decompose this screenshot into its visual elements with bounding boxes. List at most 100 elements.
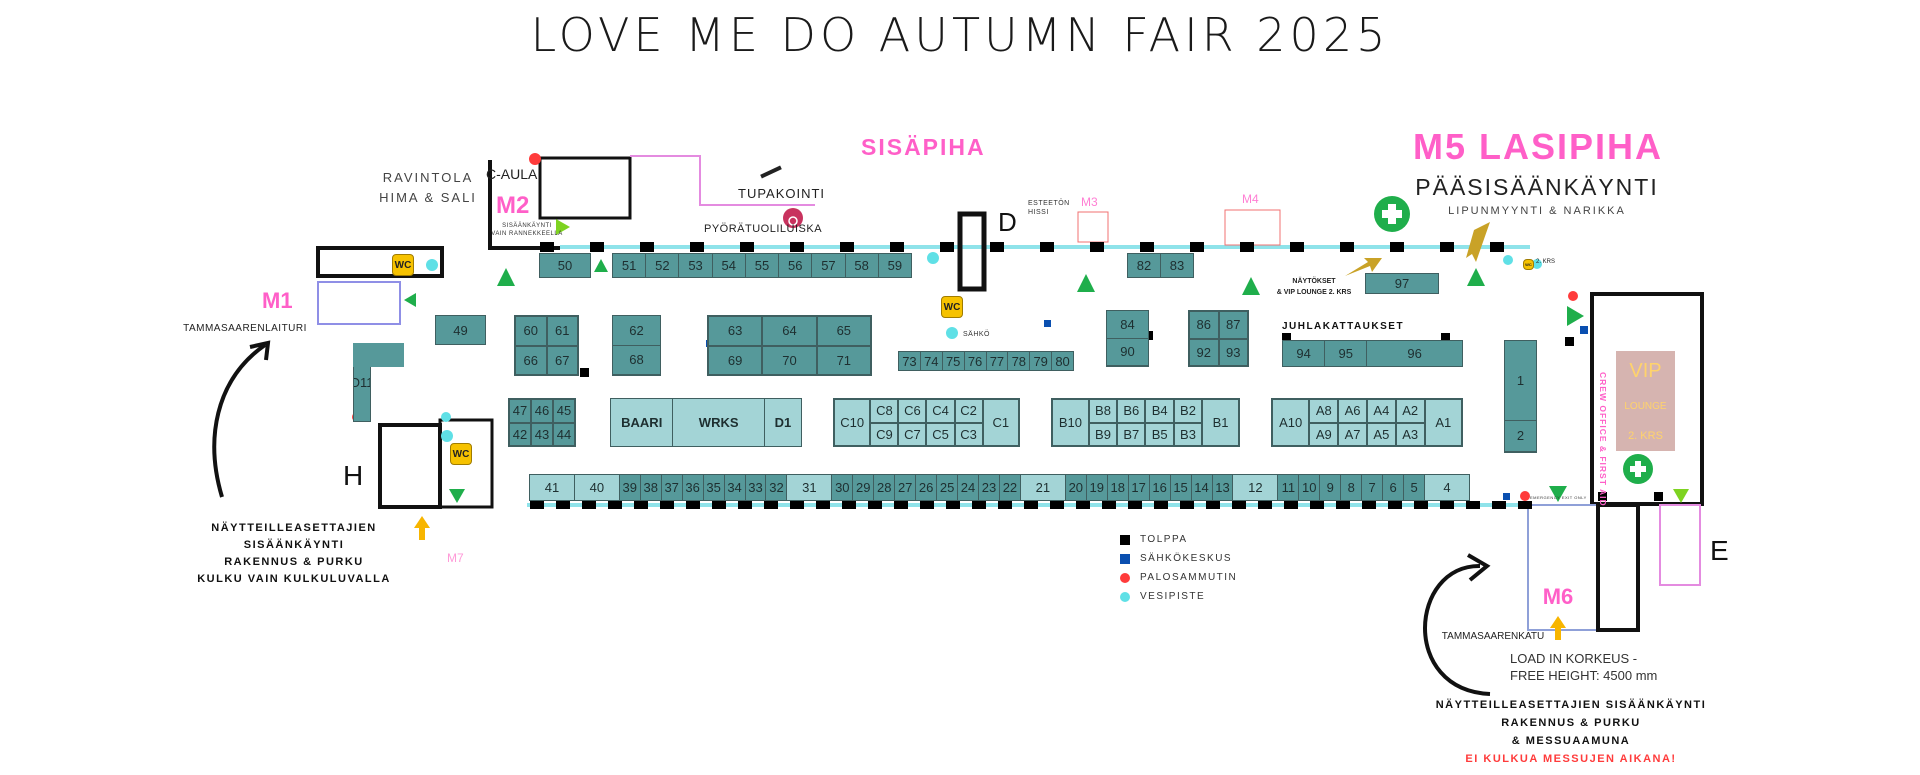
booth[interactable]: 74	[920, 352, 943, 370]
booth[interactable]: 54	[712, 254, 746, 277]
booth[interactable]: 4	[1425, 475, 1469, 500]
booth[interactable]: 55	[745, 254, 780, 277]
booth[interactable]: 13	[1212, 475, 1234, 500]
booth[interactable]: 17	[1128, 475, 1150, 500]
booth[interactable]: 63	[708, 316, 763, 346]
booth[interactable]: 43	[531, 422, 553, 446]
booth[interactable]: 50	[540, 254, 590, 277]
booth[interactable]: 83	[1161, 254, 1193, 277]
booth[interactable]: 40	[574, 475, 620, 500]
booth[interactable]: 62	[613, 316, 660, 346]
booth[interactable]: 28	[874, 475, 896, 500]
booth[interactable]: 20	[1065, 475, 1087, 500]
booth[interactable]: 90	[1107, 338, 1148, 366]
booth[interactable]: 86	[1189, 311, 1219, 339]
booth[interactable]: 37	[661, 475, 683, 500]
booth[interactable]: C5	[926, 422, 955, 446]
booth[interactable]: C1	[982, 399, 1019, 446]
booth[interactable]: 32	[766, 475, 788, 500]
booth[interactable]: 93	[1218, 338, 1248, 366]
booth[interactable]: B5	[1145, 422, 1174, 446]
booth[interactable]: 73	[899, 352, 921, 370]
booth[interactable]: 76	[964, 352, 987, 370]
booth[interactable]: 24	[958, 475, 980, 500]
booth[interactable]: A9	[1309, 422, 1339, 446]
booth[interactable]: 82	[1128, 254, 1161, 277]
booth[interactable]: 94	[1283, 341, 1326, 366]
booth[interactable]: 23	[979, 475, 1000, 500]
booth[interactable]: 56	[779, 254, 813, 277]
booth[interactable]: 30	[832, 475, 854, 500]
booth[interactable]: 44	[553, 422, 575, 446]
booth[interactable]: C2	[954, 399, 983, 423]
booth[interactable]: B10	[1052, 399, 1089, 446]
booth[interactable]: B7	[1117, 422, 1146, 446]
booth[interactable]: 34	[724, 475, 746, 500]
booth[interactable]: A10	[1272, 399, 1310, 446]
booth[interactable]: C3	[954, 422, 983, 446]
booth[interactable]: 42	[509, 422, 531, 446]
booth[interactable]: 45	[553, 399, 575, 423]
booth[interactable]: 60	[515, 316, 547, 346]
booth[interactable]: 35	[703, 475, 725, 500]
booth[interactable]: 29	[853, 475, 875, 500]
booth[interactable]: 92	[1189, 338, 1219, 366]
booth[interactable]: 77	[986, 352, 1009, 370]
booth[interactable]: 78	[1008, 352, 1031, 370]
booth[interactable]: 25	[937, 475, 959, 500]
booth[interactable]: 87	[1218, 311, 1248, 339]
booth[interactable]: 38	[640, 475, 662, 500]
booth[interactable]: D1	[764, 399, 802, 446]
booth[interactable]: 79	[1030, 352, 1053, 370]
booth[interactable]: B4	[1145, 399, 1174, 423]
booth[interactable]: B6	[1117, 399, 1146, 423]
booth[interactable]: 18	[1107, 475, 1129, 500]
booth[interactable]: 64	[762, 316, 817, 346]
booth[interactable]: 15	[1170, 475, 1192, 500]
booth[interactable]: 65	[816, 316, 871, 346]
booth[interactable]: 2	[1505, 420, 1536, 452]
booth[interactable]: 70	[762, 345, 817, 375]
booth[interactable]: 6	[1383, 475, 1405, 500]
booth[interactable]: B1	[1202, 399, 1239, 446]
booth[interactable]: 96	[1367, 341, 1462, 366]
booth[interactable]: 52	[646, 254, 680, 277]
booth[interactable]: 84	[1107, 311, 1148, 339]
booth[interactable]: 22	[999, 475, 1021, 500]
booth[interactable]: C10	[834, 399, 871, 446]
booth[interactable]: B3	[1173, 422, 1203, 446]
booth[interactable]: 36	[682, 475, 704, 500]
booth[interactable]: 14	[1191, 475, 1213, 500]
booth[interactable]: 26	[916, 475, 938, 500]
booth[interactable]: 27	[895, 475, 917, 500]
booth[interactable]: 49	[436, 316, 485, 344]
booth[interactable]: B9	[1088, 422, 1118, 446]
booth[interactable]: A2	[1395, 399, 1425, 423]
booth[interactable]: C7	[898, 422, 927, 446]
booth[interactable]: 51	[613, 254, 647, 277]
booth[interactable]: 5	[1404, 475, 1426, 500]
booth[interactable]: 7	[1362, 475, 1384, 500]
booth[interactable]: 69	[708, 345, 763, 375]
booth[interactable]: 1	[1505, 341, 1536, 421]
booth[interactable]: BAARI	[611, 399, 674, 446]
booth[interactable]: A4	[1366, 399, 1396, 423]
booth[interactable]: 33	[745, 475, 767, 500]
booth[interactable]: 39	[619, 475, 641, 500]
booth[interactable]: 66	[515, 345, 547, 375]
booth[interactable]: 47	[509, 399, 531, 423]
booth[interactable]: 95	[1325, 341, 1368, 366]
booth[interactable]: 80	[1052, 352, 1073, 370]
booth[interactable]: 53	[679, 254, 713, 277]
booth[interactable]: A3	[1395, 422, 1425, 446]
booth[interactable]: C8	[870, 399, 899, 423]
booth[interactable]: C9	[870, 422, 899, 446]
booth[interactable]: 11	[1278, 475, 1300, 500]
booth[interactable]: 9	[1320, 475, 1342, 500]
booth[interactable]: 61	[546, 316, 578, 346]
booth[interactable]: 68	[613, 345, 660, 375]
booth[interactable]: A5	[1366, 422, 1396, 446]
booth[interactable]: 71	[816, 345, 871, 375]
booth[interactable]: A7	[1338, 422, 1367, 446]
booth[interactable]: 59	[878, 254, 911, 277]
